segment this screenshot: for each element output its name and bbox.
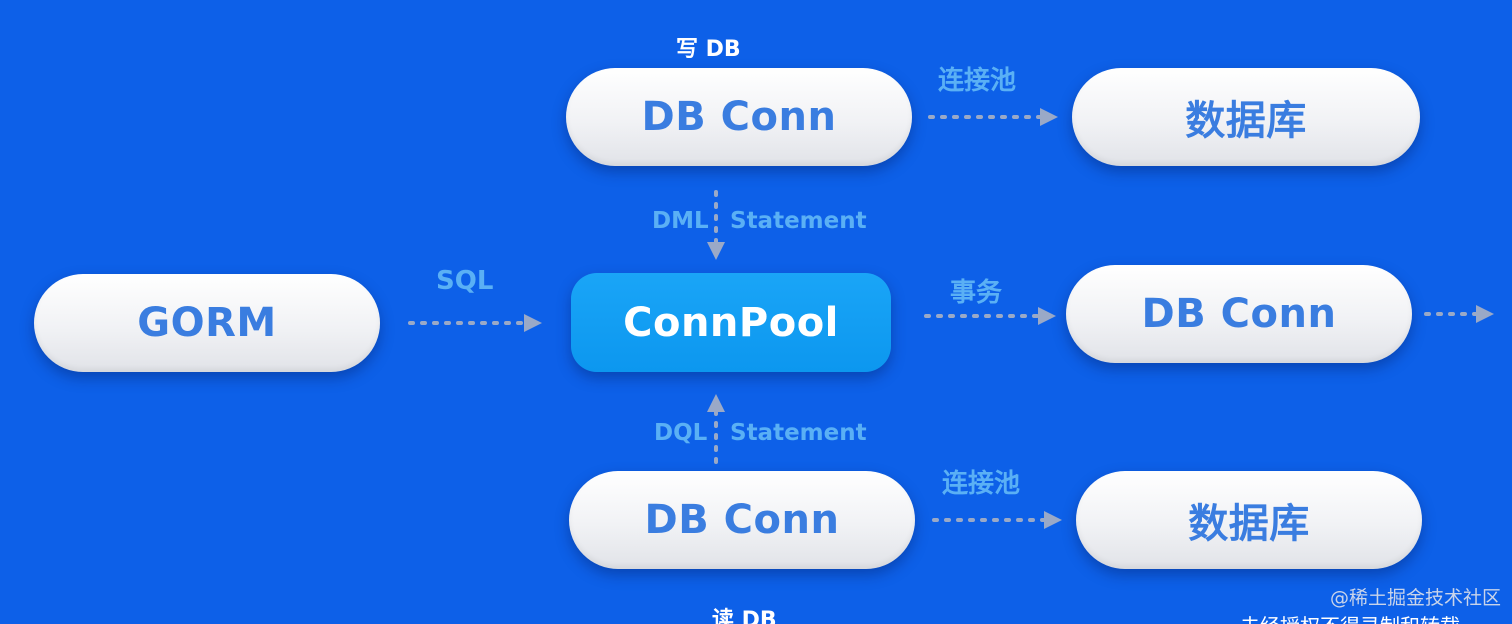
- db-conn-read-node: DB Conn: [569, 471, 915, 569]
- database-write-label: 数据库: [1185, 98, 1307, 144]
- arrow-read-conn-to-database: [932, 511, 1062, 529]
- dml-statement-label: Statement: [730, 208, 867, 234]
- watermark-site: @稀土掘金技术社区: [1330, 587, 1502, 609]
- database-read-label: 数据库: [1188, 501, 1310, 547]
- database-read-node: 数据库: [1076, 471, 1422, 569]
- db-conn-write-label: DB Conn: [641, 94, 837, 140]
- arrow-connpool-to-dbconn-tx: [924, 307, 1056, 325]
- arrow-write-conn-to-database: [928, 108, 1058, 126]
- db-conn-read-label: DB Conn: [644, 497, 840, 543]
- database-write-node: 数据库: [1072, 68, 1420, 166]
- read-db-label: 读 DB: [712, 608, 777, 624]
- arrow-dbconn-tx-onward: [1424, 305, 1494, 323]
- gorm-node: GORM: [34, 274, 380, 372]
- watermark-notice: 未经授权不得录制和转载: [1240, 610, 1460, 624]
- arrow-gorm-to-connpool: [408, 314, 542, 332]
- dql-label: DQL: [654, 420, 708, 446]
- connpool-node: ConnPool: [571, 273, 891, 372]
- write-db-label: 写 DB: [676, 37, 741, 62]
- connpool-label: ConnPool: [623, 299, 839, 346]
- conn-pool-read-label: 连接池: [942, 469, 1021, 499]
- arrow-dml-down: [707, 190, 725, 260]
- dql-statement-label: Statement: [730, 420, 867, 446]
- gorm-label: GORM: [137, 300, 277, 346]
- sql-label: SQL: [436, 266, 494, 296]
- dml-label: DML: [652, 208, 709, 234]
- db-conn-tx-node: DB Conn: [1066, 265, 1412, 363]
- transaction-label: 事务: [950, 278, 1003, 308]
- db-conn-write-node: DB Conn: [566, 68, 912, 166]
- arrow-dql-up: [707, 394, 725, 464]
- db-conn-tx-label: DB Conn: [1141, 291, 1337, 337]
- conn-pool-write-label: 连接池: [938, 66, 1017, 96]
